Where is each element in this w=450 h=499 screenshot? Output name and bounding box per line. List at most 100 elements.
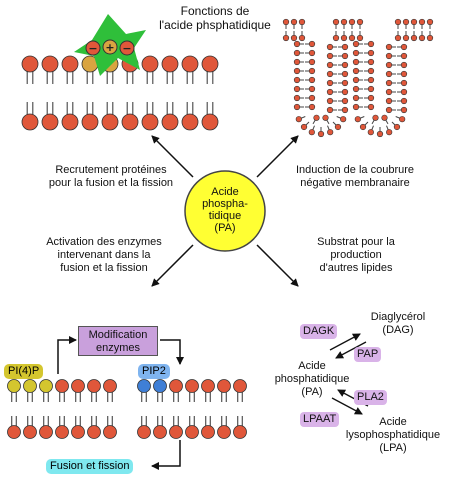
modif-l1: Modification (88, 329, 148, 341)
lpa-l2: lysophosphatidique (345, 429, 441, 441)
lipid-head (181, 55, 199, 73)
lipid-head (293, 76, 301, 84)
lipid-head (352, 40, 360, 48)
curvature-label: Induction de la coubrure négative membra… (280, 164, 430, 190)
pi4p-tag: PI(4)P (4, 364, 44, 379)
recruited-protein: − + − (74, 14, 146, 76)
activation-l3: fusion et la fission (60, 262, 148, 274)
center-l2: phospha- (202, 198, 248, 210)
lipid-head (87, 425, 101, 439)
lipid-head (61, 113, 79, 131)
activation-l2: intervenant dans la (57, 249, 151, 261)
lipid-head (341, 88, 349, 96)
bilayer-bottom-left-1 (7, 379, 117, 439)
lipid-head (71, 379, 85, 393)
lipid-head (326, 79, 334, 87)
curvature-l2: négative membranaire (300, 177, 410, 189)
lipid-head (293, 40, 301, 48)
pla2-enzyme: PLA2 (354, 390, 387, 405)
curvature-l1: Induction de la coubrure (295, 164, 415, 176)
lipid-head (317, 130, 325, 138)
lipid-head (393, 123, 401, 131)
arrow-from-modification (160, 339, 184, 365)
lipid-head (394, 34, 402, 42)
lipid-head (400, 79, 408, 87)
center-l3: tidique (208, 210, 242, 222)
lipid-head (348, 18, 356, 26)
lipid-head (352, 85, 360, 93)
lpa-l1: Acide (379, 416, 407, 428)
lipid-head (103, 379, 117, 393)
modification-enzymes-box: Modification enzymes (78, 326, 158, 356)
lipid-head (293, 94, 301, 102)
arrow-pa-to-dag (329, 333, 361, 351)
lipid-head (290, 18, 298, 26)
lipid-head (400, 52, 408, 60)
pa-l1: Acide (298, 360, 326, 372)
lipid-head (385, 61, 393, 69)
lipid-head (103, 425, 117, 439)
lipid-head (61, 55, 79, 73)
modif-l2: enzymes (95, 342, 141, 354)
lipid-head (169, 425, 183, 439)
lipid-head (308, 85, 316, 93)
lipid-head (181, 113, 199, 131)
lipid-head (201, 425, 215, 439)
lipid-head (141, 55, 159, 73)
lipid-head (354, 116, 361, 123)
lipid-head (308, 49, 316, 57)
lipid-head (326, 70, 334, 78)
lipid-head (326, 106, 334, 114)
lipid-head (385, 52, 393, 60)
dag-l1: Diaglycérol (370, 311, 426, 323)
title-line-2: l'acide phsphatidique (159, 18, 271, 32)
fusion-fission-tag: Fusion et fission (46, 459, 134, 474)
lipid-head (326, 97, 334, 105)
lipid-head (137, 425, 151, 439)
lipid-head (21, 113, 39, 131)
lpaat-enzyme: LPAAT (300, 412, 340, 427)
activation-l1: Activation des enzymes (46, 236, 162, 248)
lipid-head (101, 113, 119, 131)
recruitment-label: Recrutement protéines pour la fusion et … (26, 164, 196, 190)
lipid-head (385, 70, 393, 78)
lipid-head (290, 34, 298, 42)
dag-l2: (DAG) (382, 324, 414, 336)
bilayer-curved-top-right (282, 18, 434, 138)
lipid-head (39, 379, 53, 393)
lipid-head (352, 58, 360, 66)
lipid-head (367, 85, 375, 93)
lipid-head (340, 34, 348, 42)
lipid-head (169, 379, 183, 393)
lipid-head (326, 61, 334, 69)
activation-label: Activation des enzymes intervenant dans … (34, 236, 174, 275)
lipid-head (386, 129, 393, 136)
lipid-head (410, 34, 418, 42)
bilayer-top-left (21, 55, 219, 131)
lipid-head (282, 34, 290, 42)
lipid-head (341, 43, 349, 51)
lipid-head (153, 425, 167, 439)
lipid-head (341, 106, 349, 114)
lipid-head (153, 379, 167, 393)
lipid-head (385, 79, 393, 87)
lipid-head (71, 425, 85, 439)
lipid-head (418, 18, 426, 26)
arrow-to-recruitment (151, 135, 194, 178)
center-pa-circle (184, 170, 266, 252)
lipid-head (293, 67, 301, 75)
lipid-head (402, 18, 410, 26)
lipid-head (41, 55, 59, 73)
pap-enzyme: PAP (354, 347, 382, 362)
lipid-head (385, 97, 393, 105)
substrate-label: Substrat pour la production d'autres lip… (296, 236, 416, 275)
lipid-head (367, 49, 375, 57)
lipid-head (341, 79, 349, 87)
lipid-head (313, 114, 320, 121)
lipid-head (81, 113, 99, 131)
lipid-head (326, 88, 334, 96)
lipid-head (293, 58, 301, 66)
lipid-head (87, 379, 101, 393)
lipid-head (23, 379, 37, 393)
